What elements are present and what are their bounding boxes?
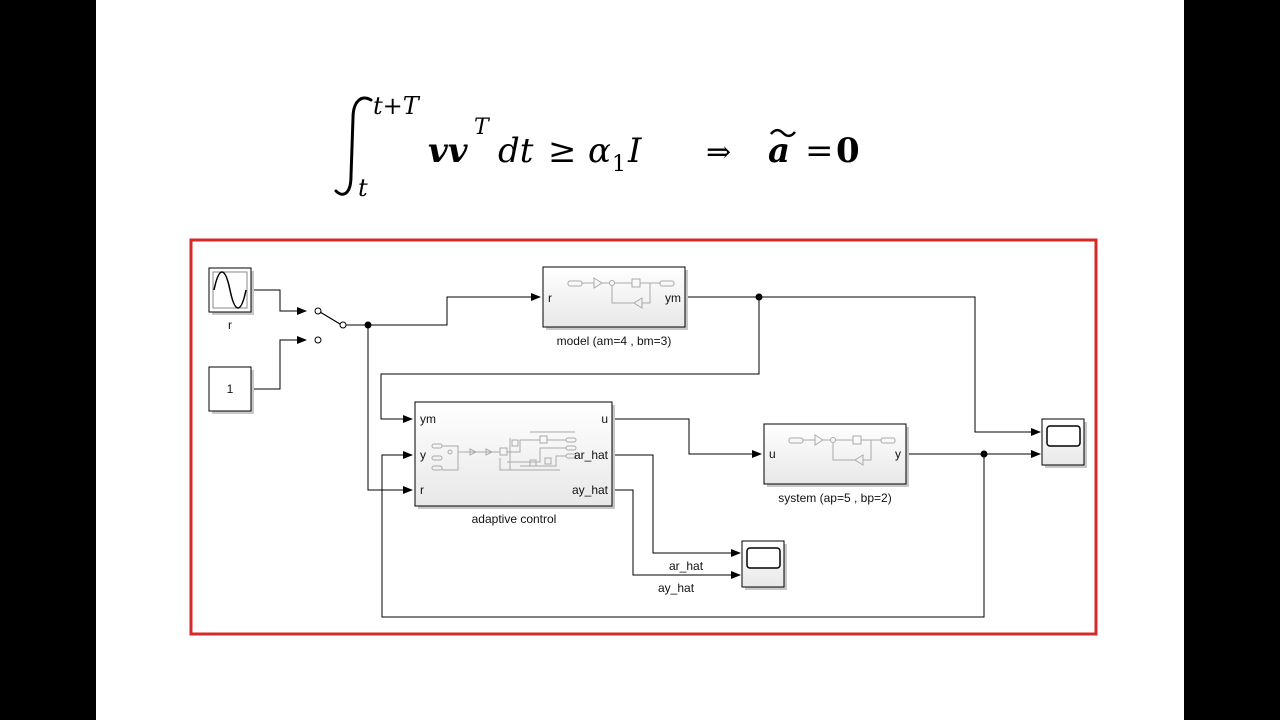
signal-label-ar-hat: ar_hat [669, 559, 704, 573]
constant-value: 1 [227, 382, 234, 396]
sine-wave-icon [213, 271, 247, 309]
adaptive-out-port-ar-hat: ar_hat [574, 448, 609, 462]
lower-limit: t [358, 174, 368, 202]
integral-sign [334, 96, 373, 196]
equation: t+T t vv T dt ≥ α 1 I ⇒ a = 0 [334, 92, 860, 202]
system-out-port: y [895, 447, 901, 461]
alpha-subscript: 1 [612, 152, 626, 177]
system-in-port: u [769, 447, 776, 461]
integrand-superscript: T [474, 115, 491, 140]
sine-block-label: r [228, 318, 232, 332]
relation: ≥ [548, 131, 577, 171]
integrand: vv [428, 131, 469, 171]
a-tilde: a [768, 131, 790, 171]
system-subsystem[interactable]: u y system (ap=5 , bp=2) [763, 423, 909, 505]
equals: = [805, 131, 834, 171]
scope-block-output[interactable] [1041, 418, 1087, 468]
junction-dot [980, 450, 988, 458]
system-label: system (ap=5 , bp=2) [778, 491, 891, 505]
manual-switch[interactable] [314, 307, 347, 344]
upper-limit: t+T [373, 92, 421, 120]
adaptive-label: adaptive control [472, 512, 557, 526]
adaptive-in-port-r: r [420, 483, 424, 497]
sine-wave-block[interactable]: r [208, 267, 254, 332]
alpha: α [588, 131, 611, 171]
junction-dot [755, 293, 763, 301]
model-label: model (am=4 , bm=3) [557, 334, 672, 348]
signal-lines [252, 289, 1041, 618]
adaptive-out-port-u: u [601, 412, 608, 426]
tilde-mark [770, 128, 796, 138]
adaptive-in-port-y: y [420, 448, 426, 462]
adaptive-in-port-ym: ym [420, 412, 436, 426]
slide-background [96, 0, 1184, 720]
model-out-port: ym [665, 291, 681, 305]
scope-block-estimates[interactable] [741, 540, 787, 590]
junction-dot [364, 321, 372, 329]
zero: 0 [836, 131, 860, 171]
identity: I [627, 131, 642, 171]
adaptive-control-subsystem[interactable]: ym y r u ar_hat ay_hat adaptive control [414, 401, 615, 526]
model-subsystem[interactable]: r ym model (am=4 , bm=3) [542, 266, 688, 348]
model-internal-preview [567, 277, 675, 309]
scope-screen-icon [746, 547, 781, 569]
model-in-port: r [548, 291, 552, 305]
implies: ⇒ [706, 135, 731, 170]
system-internal-preview [788, 434, 896, 466]
adaptive-internal-preview [431, 431, 577, 471]
scope-screen-icon [1046, 425, 1081, 447]
signal-label-ay-hat: ay_hat [658, 581, 695, 595]
diagram-frame [189, 238, 1098, 636]
dt: dt [498, 131, 534, 171]
constant-block[interactable]: 1 [208, 366, 254, 414]
adaptive-out-port-ay-hat: ay_hat [572, 483, 609, 497]
